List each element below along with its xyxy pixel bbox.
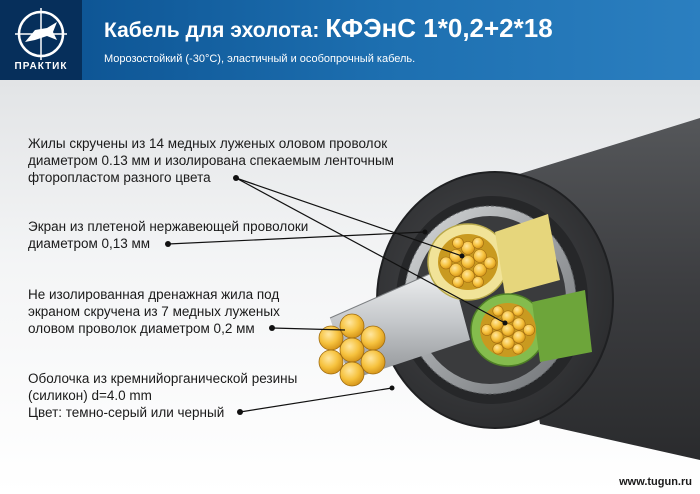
leader-lines	[167, 177, 506, 413]
callout-cores: Жилы скручены из 14 медных луженых олово…	[28, 135, 394, 186]
brand-name: ПРАКТИК	[14, 61, 68, 72]
title-prefix: Кабель для эхолота:	[104, 19, 320, 42]
leader-dots	[165, 175, 508, 415]
page-title: Кабель для эхолота:КФЭнС 1*0,2+2*18	[104, 13, 553, 44]
callout-shield: Экран из плетеной нержавеющей проволоки …	[28, 218, 308, 252]
callout-shield-line1: Экран из плетеной нержавеющей проволоки	[28, 219, 309, 234]
brand-logo: ПРАКТИК	[0, 0, 82, 80]
callout-shield-line2: диаметром 0,13 мм	[28, 236, 151, 251]
callout-drain-line2: экраном скручена из 7 медных луженых	[28, 304, 280, 319]
page-subtitle: Морозостойкий (-30°С), эластичный и особ…	[104, 53, 416, 65]
callout-drain: Не изолированная дренажная жила под экра…	[28, 286, 280, 337]
fish-compass-icon	[15, 8, 67, 60]
watermark: www.tugun.ru	[619, 476, 692, 488]
drain-tube	[330, 265, 470, 380]
callout-sheath-line1: Оболочка из кремнийорганической резины	[28, 371, 298, 386]
callout-cores-line2: диаметром 0.13 мм и изолирована спекаемы…	[28, 153, 394, 168]
core-green-strands	[481, 305, 535, 355]
core-yellow-strands	[439, 237, 497, 288]
callout-sheath-line2: (силикон) d=4.0 mm	[28, 388, 152, 403]
callout-drain-line3: оловом проволок диаметром 0,2 мм	[28, 321, 255, 336]
callout-sheath-line3: Цвет: темно-серый или черный	[28, 405, 225, 420]
callout-cores-line3: фторопластом разного цвета	[28, 170, 211, 185]
callout-cores-line1: Жилы скручены из 14 медных луженых олово…	[28, 136, 388, 151]
callout-sheath: Оболочка из кремнийорганической резины (…	[28, 370, 297, 421]
header-banner: ПРАКТИК Кабель для эхолота:КФЭнС 1*0,2+2…	[0, 0, 700, 80]
title-model: КФЭнС 1*0,2+2*18	[325, 13, 553, 43]
drain-wire-strands	[318, 313, 386, 387]
callout-drain-line1: Не изолированная дренажная жила под	[28, 287, 280, 302]
cable-cross-section	[165, 118, 700, 460]
